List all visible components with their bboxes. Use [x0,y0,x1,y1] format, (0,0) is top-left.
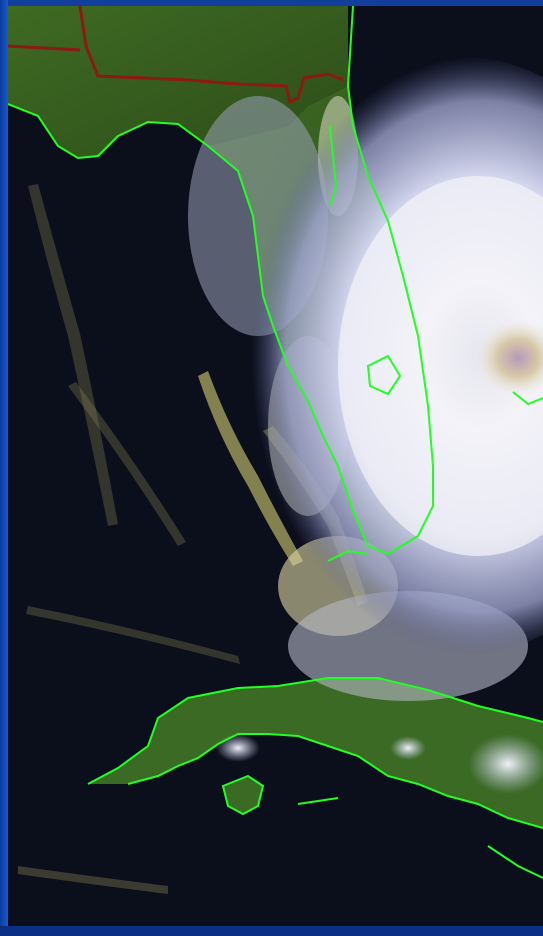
hurricane-eye [476,320,543,396]
frame-bottom-border [0,926,543,936]
hurricane-inner-band [338,176,543,556]
map-svg [8,6,543,926]
cuba-cloud [216,734,260,762]
state-border-west [8,44,81,52]
satellite-map [8,6,543,926]
coastline-outlines [8,6,543,879]
frame-left-border [0,0,8,936]
isle-of-youth-land [223,776,263,814]
cuba-cloud-east [468,734,543,794]
cuba-land [88,678,543,828]
frame-top-border [0,0,543,6]
state-border-line [78,6,344,105]
cuba-cloud-mid [390,736,426,760]
